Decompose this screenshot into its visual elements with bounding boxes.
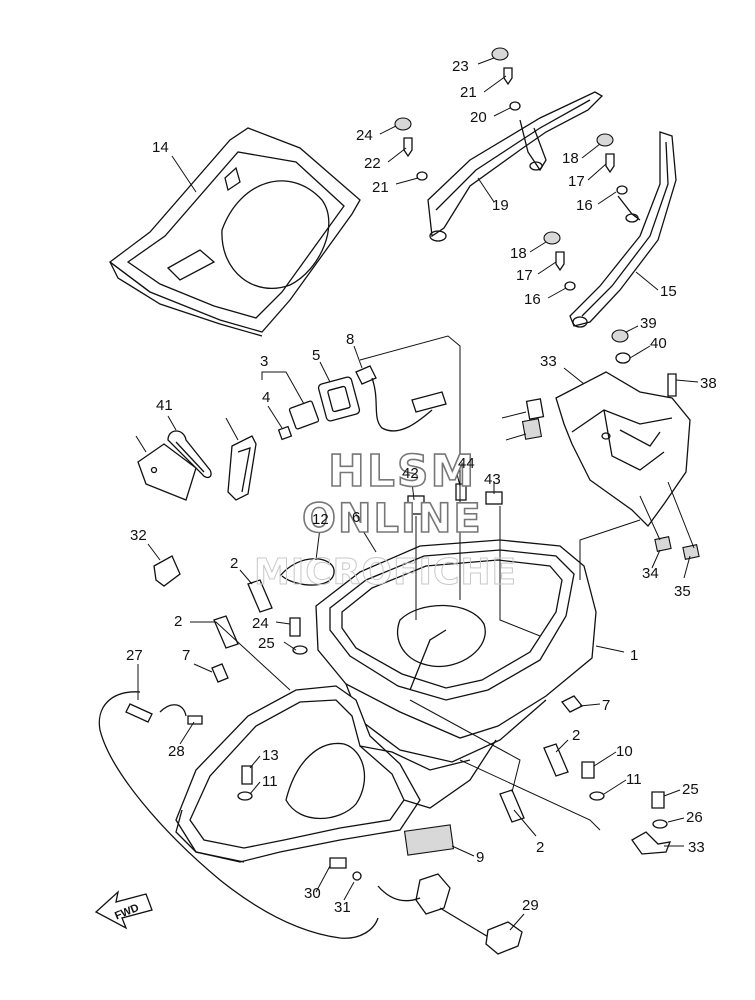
callout-2a: 2 bbox=[230, 555, 238, 572]
leader-lines bbox=[135, 57, 699, 931]
callout-16b: 16 bbox=[524, 291, 541, 308]
callout-14: 14 bbox=[152, 139, 169, 156]
callout-26: 27 bbox=[126, 647, 143, 664]
callout-35: 39 bbox=[640, 315, 657, 332]
callout-24b: 25 bbox=[682, 781, 699, 798]
callout-11a: 11 bbox=[262, 773, 278, 790]
callout-27: 28 bbox=[168, 743, 185, 760]
callout-2d: 2 bbox=[536, 839, 544, 856]
watermark-line3: MICROFICHE bbox=[254, 552, 517, 593]
callout-2c: 2 bbox=[572, 727, 580, 744]
callout-7a: 7 bbox=[182, 647, 190, 664]
watermark-line2: ONLINE bbox=[302, 496, 483, 542]
nut-7a bbox=[211, 663, 229, 683]
callout-22a: 23 bbox=[452, 58, 469, 75]
callout-4: 4 bbox=[262, 389, 270, 406]
pad-33b bbox=[682, 544, 700, 560]
callout-37: 41 bbox=[156, 397, 173, 414]
callout-33a: 34 bbox=[642, 565, 659, 582]
callout-25a: 25 bbox=[258, 635, 275, 652]
callout-25b: 26 bbox=[686, 809, 703, 826]
callout-20b: 21 bbox=[372, 179, 389, 196]
cable-26 bbox=[98, 691, 379, 939]
frame-body bbox=[175, 685, 497, 863]
callout-17a: 17 bbox=[568, 173, 585, 190]
callout-8: 8 bbox=[346, 331, 354, 348]
sticker-labels bbox=[407, 398, 545, 515]
callout-28: 30 bbox=[304, 885, 321, 902]
label-plate-9 bbox=[403, 824, 455, 856]
lock-assembly-23 bbox=[377, 873, 523, 955]
side-rail-upper bbox=[427, 91, 604, 242]
cable-end-26 bbox=[125, 703, 153, 723]
callout-18a: 18 bbox=[562, 150, 579, 167]
callout-19: 19 bbox=[492, 197, 509, 214]
clip-30 bbox=[153, 555, 181, 587]
body-fasteners bbox=[237, 617, 668, 829]
watermark-line1: HLSM bbox=[328, 446, 476, 497]
rear-fasteners bbox=[611, 329, 677, 397]
rail-fasteners bbox=[394, 47, 628, 291]
callout-10: 10 bbox=[616, 743, 633, 760]
callout-11b: 11 bbox=[626, 771, 642, 788]
bracket-31 bbox=[631, 831, 672, 855]
callout-15: 15 bbox=[660, 283, 677, 300]
callout-5: 5 bbox=[312, 347, 320, 364]
callout-2b: 2 bbox=[174, 613, 182, 630]
callout-7b: 7 bbox=[602, 697, 610, 714]
cable-bracket-26 bbox=[159, 704, 187, 717]
callout-21b: 22 bbox=[364, 155, 381, 172]
small-parts-37-43-44 bbox=[137, 430, 257, 501]
storage-box bbox=[315, 539, 597, 763]
callout-17b: 17 bbox=[516, 267, 533, 284]
callout-32: 33 bbox=[540, 353, 557, 370]
rear-bracket bbox=[555, 371, 691, 527]
callout-3: 3 bbox=[260, 353, 268, 370]
fwd-arrow: FWD bbox=[94, 890, 153, 930]
watermark: HLSM ONLINE MICROFICHE bbox=[254, 445, 517, 593]
screw-27 bbox=[187, 715, 203, 725]
callout-30: 32 bbox=[130, 527, 147, 544]
callout-36: 40 bbox=[650, 335, 667, 352]
wire-12 bbox=[279, 558, 335, 586]
callout-33b: 35 bbox=[674, 583, 691, 600]
callout-39: 43 bbox=[484, 471, 501, 488]
pad-33a bbox=[654, 536, 672, 552]
callout-12: 12 bbox=[312, 511, 329, 528]
front-cover-panel bbox=[108, 127, 361, 337]
callout-20a: 20 bbox=[470, 109, 487, 126]
callout-24a: 24 bbox=[252, 615, 269, 632]
callout-40: 44 bbox=[458, 455, 475, 472]
callout-29: 31 bbox=[334, 899, 351, 916]
small-parts-3-4-5 bbox=[277, 376, 361, 441]
callout-22b: 24 bbox=[356, 127, 373, 144]
nut-7b bbox=[560, 695, 584, 713]
callout-38: 42 bbox=[402, 465, 419, 482]
callout-13: 13 bbox=[262, 747, 279, 764]
callouts: 14 23 21 20 24 22 21 19 18 17 16 18 17 1… bbox=[126, 58, 717, 916]
washer-29 bbox=[352, 871, 362, 881]
side-rail-rear bbox=[569, 131, 677, 328]
callout-18b: 18 bbox=[510, 245, 527, 262]
callout-21a: 21 bbox=[460, 84, 477, 101]
callout-6: 6 bbox=[352, 509, 360, 526]
callout-9: 9 bbox=[476, 849, 484, 866]
callout-1: 1 bbox=[630, 647, 638, 664]
screw-28 bbox=[329, 857, 347, 869]
callout-31: 33 bbox=[688, 839, 705, 856]
callout-16a: 16 bbox=[576, 197, 593, 214]
wire-harness bbox=[355, 365, 447, 432]
callout-34: 38 bbox=[700, 375, 717, 392]
callout-23: 29 bbox=[522, 897, 539, 914]
